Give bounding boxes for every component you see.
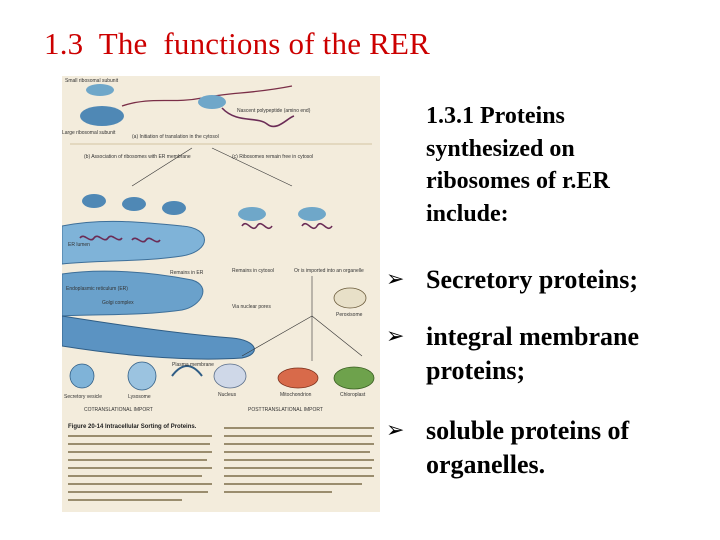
- er-polypeptide-2: [131, 237, 161, 243]
- arrow-bullet-icon: ➢: [386, 418, 405, 443]
- mitochondrion-label: Mitochondrion: [280, 392, 312, 398]
- chloroplast-label: Chloroplast: [340, 392, 366, 398]
- arrow-chloro: [311, 315, 363, 357]
- secretory-vesicle-shape: [69, 363, 95, 389]
- lysosome-label: Lysosome: [128, 394, 151, 400]
- er-membrane-shape: [62, 220, 205, 265]
- peroxisome-shape: [333, 287, 367, 309]
- protein-sorting-figure: Small ribosomal subunit Large ribosomal …: [62, 76, 380, 512]
- arrow-bullet-icon: ➢: [386, 324, 405, 349]
- arrow-nucleus: [241, 315, 313, 357]
- lysosome-shape: [127, 361, 157, 391]
- slide-title: 1.3 The functions of the RER: [44, 26, 430, 61]
- panel-c-label: (c) Ribosomes remain free in cytosol: [232, 154, 313, 160]
- large-subunit-label: Large ribosomal subunit: [62, 130, 116, 136]
- chloroplast-shape: [333, 366, 375, 390]
- caption-lines: [68, 427, 374, 501]
- posttranslational-label: POSTTRANSLATIONAL IMPORT: [248, 407, 323, 413]
- remains-er-label: Remains in ER: [170, 270, 204, 276]
- nucleus-shape: [213, 363, 247, 389]
- subheading-line: include:: [426, 200, 509, 227]
- small-subunit-shape: [86, 84, 114, 96]
- bullet-line: soluble proteins of: [426, 416, 630, 445]
- nuclear-pore-label: Via nuclear pores: [232, 304, 271, 310]
- subheading-line: synthesized on: [426, 135, 575, 162]
- free-ribosome-2: [298, 207, 326, 221]
- er-ribosome-2: [122, 197, 146, 211]
- subheading-line: ribosomes of r.ER: [426, 168, 610, 194]
- ribosome-a2: [198, 95, 226, 109]
- small-subunit-label: Small ribosomal subunit: [65, 78, 119, 84]
- protein-sorting-diagram: Small ribosomal subunit Large ribosomal …: [62, 78, 375, 501]
- panel-a-label: (a) Initiation of translation in the cyt…: [132, 134, 219, 140]
- bullet-line: proteins;: [426, 356, 526, 385]
- cytosol-polypeptide-2: [301, 222, 333, 230]
- golgi-shape: [62, 315, 255, 360]
- free-ribosome-1: [238, 207, 266, 221]
- subheading-line: 1.3.1 Proteins: [426, 103, 565, 129]
- remains-cytosol-label: Remains in cytosol: [232, 268, 274, 274]
- arrow-to-b: [131, 147, 193, 187]
- text-panel: [380, 80, 698, 510]
- nucleus-label: Nucleus: [218, 392, 237, 398]
- nascent-polypeptide-shape: [221, 107, 295, 128]
- organelle-label: Or is imported into an organelle: [294, 268, 364, 274]
- peroxisome-label: Peroxisome: [336, 312, 363, 318]
- section-subheading: 1.3.1 Proteins synthesized on ribosomes …: [426, 100, 610, 230]
- cotranslational-label: COTRANSLATIONAL IMPORT: [84, 407, 153, 413]
- er-polypeptide-1: [79, 235, 123, 241]
- arrow-to-c: [211, 147, 293, 187]
- golgi-label: Golgi complex: [102, 300, 134, 306]
- er-lumen-label: ER lumen: [68, 242, 90, 248]
- nascent-label: Nascent polypeptide (amino end): [237, 108, 311, 114]
- panel-b-label: (b) Association of ribosomes with ER mem…: [84, 154, 191, 160]
- plasma-membrane-shape: [171, 365, 203, 377]
- mitochondrion-shape: [277, 367, 319, 389]
- cytosol-polypeptide-1: [241, 222, 273, 230]
- bullet-line: organelles.: [426, 450, 546, 479]
- er-ribosome-3: [162, 201, 186, 215]
- figure-caption: Figure 20-14 Intracellular Sorting of Pr…: [68, 424, 197, 430]
- er-ribosome-1: [82, 194, 106, 208]
- bullet-line: Secretory proteins;: [426, 265, 639, 294]
- er-lower-shape: [62, 270, 204, 317]
- er-label: Endoplasmic reticulum (ER): [66, 286, 128, 292]
- plasma-membrane-label: Plasma membrane: [172, 362, 214, 368]
- secretory-vesicle-label: Secretory vesicle: [64, 394, 102, 400]
- large-subunit-shape: [80, 106, 124, 126]
- arrow-bullet-icon: ➢: [386, 267, 405, 292]
- bullet-line: integral membrane: [426, 322, 640, 351]
